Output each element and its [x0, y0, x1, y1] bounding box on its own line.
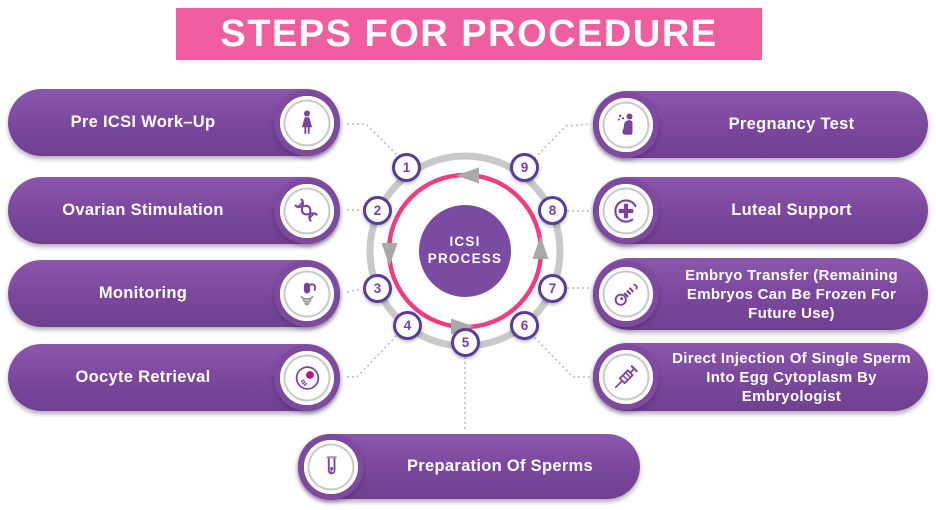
step-label: Pre ICSI Work–Up: [70, 112, 216, 131]
woman-icon: [274, 89, 340, 156]
step-pill-preparation-of-sperms: Preparation Of Sperms: [298, 433, 640, 500]
arrow-up-icon: [532, 236, 549, 259]
step-label: Preparation Of Sperms: [406, 456, 594, 475]
dna-icon: [274, 177, 340, 244]
center-label-line1: ICSI: [449, 234, 481, 249]
syringe-icon: [593, 344, 659, 410]
step-number-5: 5: [451, 328, 480, 357]
arrow-left-icon: [456, 167, 479, 184]
ultrasound-probe-icon: [274, 260, 340, 327]
step-pill-oocyte-retrieval: Oocyte Retrieval: [8, 344, 340, 411]
step-label: Pregnancy Test: [728, 114, 855, 133]
step-pill-monitoring: Monitoring: [8, 260, 340, 327]
step-number-1: 1: [392, 153, 421, 182]
step-number-8: 8: [538, 196, 567, 225]
test-tube-icon: [298, 433, 364, 500]
center-label-line2: PROCESS: [427, 251, 503, 266]
step-pill-pre-icsi-work-up: Pre ICSI Work–Up: [8, 89, 340, 156]
center-process-label: ICSI PROCESS: [405, 233, 525, 267]
pregnant-woman-icon: [593, 91, 659, 158]
step-label: Ovarian Stimulation: [62, 200, 224, 219]
step-label: Embryo Transfer (Remaining Embryos Can B…: [685, 266, 898, 322]
step-pill-direct-injection: Direct Injection Of Single Sperm Into Eg…: [593, 343, 928, 411]
step-number-9: 9: [510, 153, 539, 182]
step-number-6: 6: [510, 311, 539, 340]
oocyte-icon: [274, 344, 340, 411]
arrow-down-icon: [381, 243, 398, 266]
step-pill-embryo-transfer: Embryo Transfer (Remaining Embryos Can B…: [593, 258, 928, 330]
dotted-connectors: [346, 123, 592, 430]
step-pill-pregnancy-test: Pregnancy Test: [593, 91, 928, 158]
cycle-arrow-icons: [381, 167, 549, 335]
medical-cross-icon: [593, 177, 659, 244]
step-number-7: 7: [538, 274, 567, 303]
title-banner: STEPS FOR PROCEDURE: [176, 8, 762, 60]
step-number-2: 2: [363, 196, 392, 225]
step-label: Direct Injection Of Single Sperm Into Eg…: [672, 349, 911, 405]
step-pill-luteal-support: Luteal Support: [593, 177, 928, 244]
center-circle: [419, 205, 511, 297]
step-pill-ovarian-stimulation: Ovarian Stimulation: [8, 177, 340, 244]
step-number-4: 4: [393, 311, 422, 340]
embryo-transfer-catheter-icon: [593, 261, 659, 327]
step-label: Monitoring: [98, 283, 188, 302]
page-title: STEPS FOR PROCEDURE: [220, 12, 718, 55]
step-number-3: 3: [363, 274, 392, 303]
step-label: Oocyte Retrieval: [75, 367, 211, 386]
step-label: Luteal Support: [731, 200, 852, 219]
